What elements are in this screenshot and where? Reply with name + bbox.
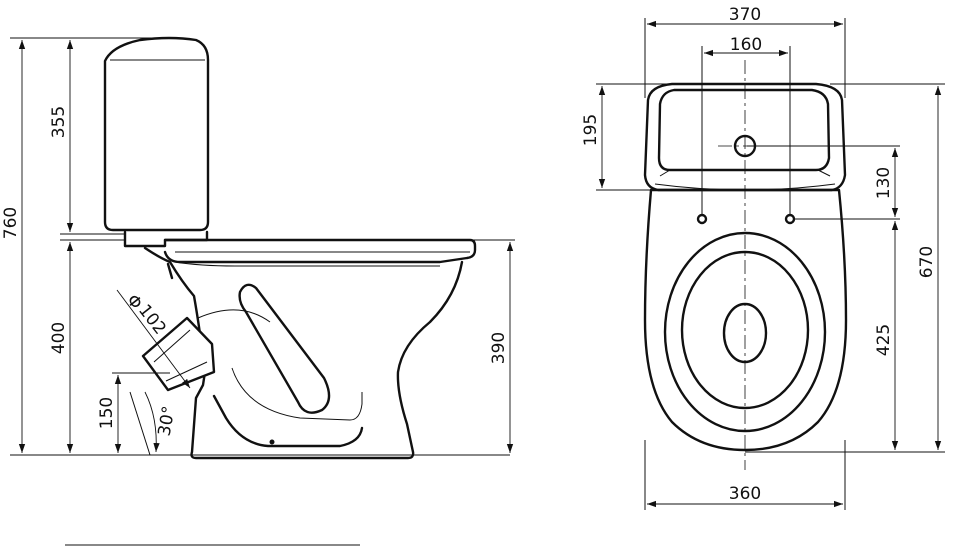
- top-view: 370 160 195 130 425 670 360: [581, 5, 945, 510]
- trap-outline: [212, 394, 364, 448]
- rim-glaze-line: [174, 261, 440, 267]
- seat-inner: [680, 250, 810, 410]
- dim-150: 150: [97, 397, 117, 429]
- dim-line-diameter: [116, 289, 191, 389]
- drain-hole: [269, 439, 275, 445]
- dim-670: 670: [917, 246, 937, 278]
- dim-760: 760: [1, 207, 21, 239]
- side-view: 760 355 400 390 150 Φ 102 30°: [1, 36, 515, 460]
- dim-195: 195: [581, 114, 601, 146]
- bowl-body: [143, 246, 464, 460]
- dim-355: 355: [49, 106, 69, 138]
- dim-370: 370: [729, 5, 761, 25]
- inlet-stub: [166, 262, 174, 280]
- siphon-channel: [238, 283, 331, 414]
- dim-160: 160: [730, 35, 762, 55]
- water-trap-line: [197, 309, 363, 421]
- dim-390: 390: [489, 332, 509, 364]
- outlet-pipe-inner: [153, 329, 208, 382]
- dim-425: 425: [874, 324, 894, 356]
- dim-arc-30: [144, 391, 160, 453]
- mounting-hole-right: [784, 213, 796, 225]
- cistern-foot: [123, 230, 209, 248]
- bowl-rim: [163, 238, 477, 264]
- cistern-top-inner: [657, 88, 831, 172]
- bowl-top-outline: [643, 188, 848, 452]
- dim-30deg: 30°: [155, 405, 180, 438]
- dim-400: 400: [49, 322, 69, 354]
- dim-130: 130: [874, 167, 894, 199]
- dim-360: 360: [729, 484, 761, 504]
- cistern-outline: [103, 36, 210, 232]
- mounting-hole-left: [696, 213, 708, 225]
- outlet-pipe: [141, 316, 216, 392]
